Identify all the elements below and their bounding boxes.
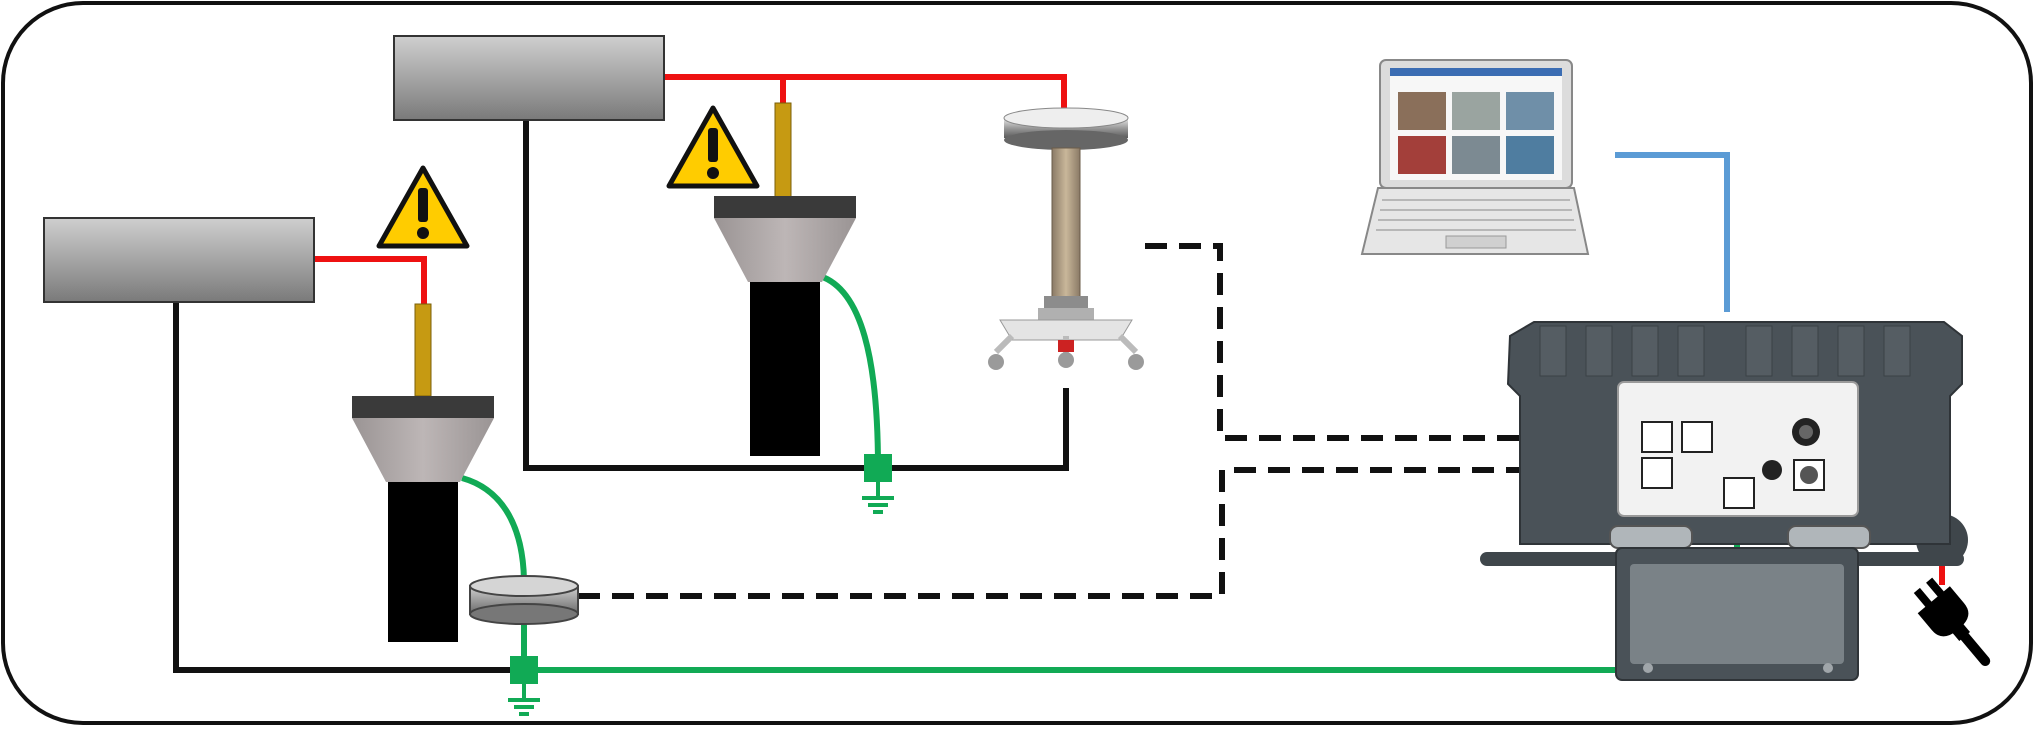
hv-source-1 [44,218,314,302]
hv-source-2 [394,36,664,120]
hfct-sensor [470,576,578,624]
laptop-icon [1362,60,1588,254]
